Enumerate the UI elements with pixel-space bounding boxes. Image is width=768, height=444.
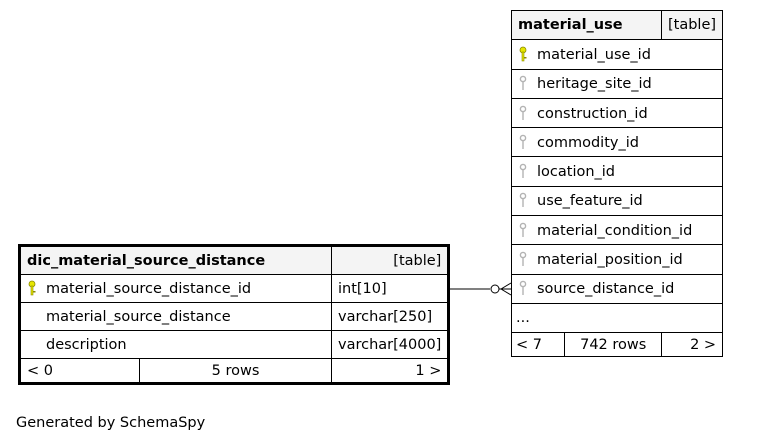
key-icon (519, 75, 527, 91)
generated-by-footer: Generated by SchemaSpy (16, 415, 206, 431)
key-icon (519, 46, 527, 62)
column-row[interactable]: material_source_distance_id int[10] (19, 274, 450, 303)
column-type-cell: int[10] (330, 274, 450, 303)
key-icon (519, 134, 527, 149)
column-row[interactable]: description varchar[4000] (19, 330, 450, 359)
table-footer: < 0 5 rows 1 > (19, 358, 450, 384)
table-name[interactable]: dic_material_source_distance (19, 245, 332, 275)
table-kind: [table] (660, 9, 724, 41)
key-icon (519, 193, 527, 208)
parents-count[interactable]: < 7 (510, 332, 566, 358)
table-material-use[interactable]: material_use [table] material_use_id her… (510, 9, 724, 358)
table-dic-material-source-distance[interactable]: dic_material_source_distance [table] mat… (18, 244, 451, 385)
column-name-cell: material_source_distance_id (19, 274, 332, 303)
column-row[interactable]: material_condition_id (510, 215, 724, 246)
row-count: 742 rows (564, 332, 662, 358)
more-columns: ... (510, 302, 724, 334)
column-type-cell: varchar[250] (330, 302, 450, 331)
column-name-cell: material_position_id (510, 244, 724, 275)
table-header: dic_material_source_distance [table] (19, 245, 450, 275)
row-count: 5 rows (139, 358, 332, 384)
table-kind: [table] (330, 245, 450, 275)
children-count[interactable]: 2 > (660, 332, 724, 358)
column-row[interactable]: use_feature_id (510, 185, 724, 217)
table-footer: < 7 742 rows 2 > (510, 332, 724, 358)
table-header: material_use [table] (511, 9, 724, 41)
column-name-cell: material_source_distance (19, 302, 332, 331)
table-name[interactable]: material_use (511, 9, 662, 41)
column-row[interactable]: source_distance_id (510, 273, 724, 304)
zero-optional-marker (490, 284, 500, 294)
key-icon (519, 163, 527, 179)
column-name-cell: use_feature_id (510, 185, 724, 217)
column-row[interactable]: heritage_site_id (510, 68, 724, 99)
column-row[interactable]: location_id (510, 156, 724, 187)
column-name-cell: location_id (510, 156, 724, 187)
column-row[interactable]: construction_id (510, 97, 724, 129)
key-icon (519, 281, 527, 296)
column-name-cell: source_distance_id (510, 273, 724, 304)
column-name-cell: commodity_id (510, 127, 724, 158)
key-icon (519, 251, 527, 267)
column-name-cell: description (19, 330, 332, 359)
parents-count[interactable]: < 0 (19, 358, 140, 384)
column-type-cell: varchar[4000] (330, 330, 450, 359)
children-count[interactable]: 1 > (330, 358, 450, 384)
crowfoot-upper (500, 282, 512, 290)
column-name-cell: heritage_site_id (510, 68, 724, 99)
column-name-cell: construction_id (510, 97, 724, 129)
column-row[interactable]: material_position_id (510, 244, 724, 275)
column-row[interactable]: commodity_id (510, 127, 724, 158)
column-name-cell: material_condition_id (510, 215, 724, 246)
more-columns-row[interactable]: ... (510, 302, 724, 334)
key-icon (28, 280, 36, 296)
column-row[interactable]: material_source_distance varchar[250] (19, 302, 450, 331)
crowfoot-lower (500, 288, 512, 296)
column-row[interactable]: material_use_id (510, 39, 724, 70)
key-icon (519, 105, 527, 120)
key-icon (519, 222, 527, 237)
column-name-cell: material_use_id (510, 39, 724, 70)
